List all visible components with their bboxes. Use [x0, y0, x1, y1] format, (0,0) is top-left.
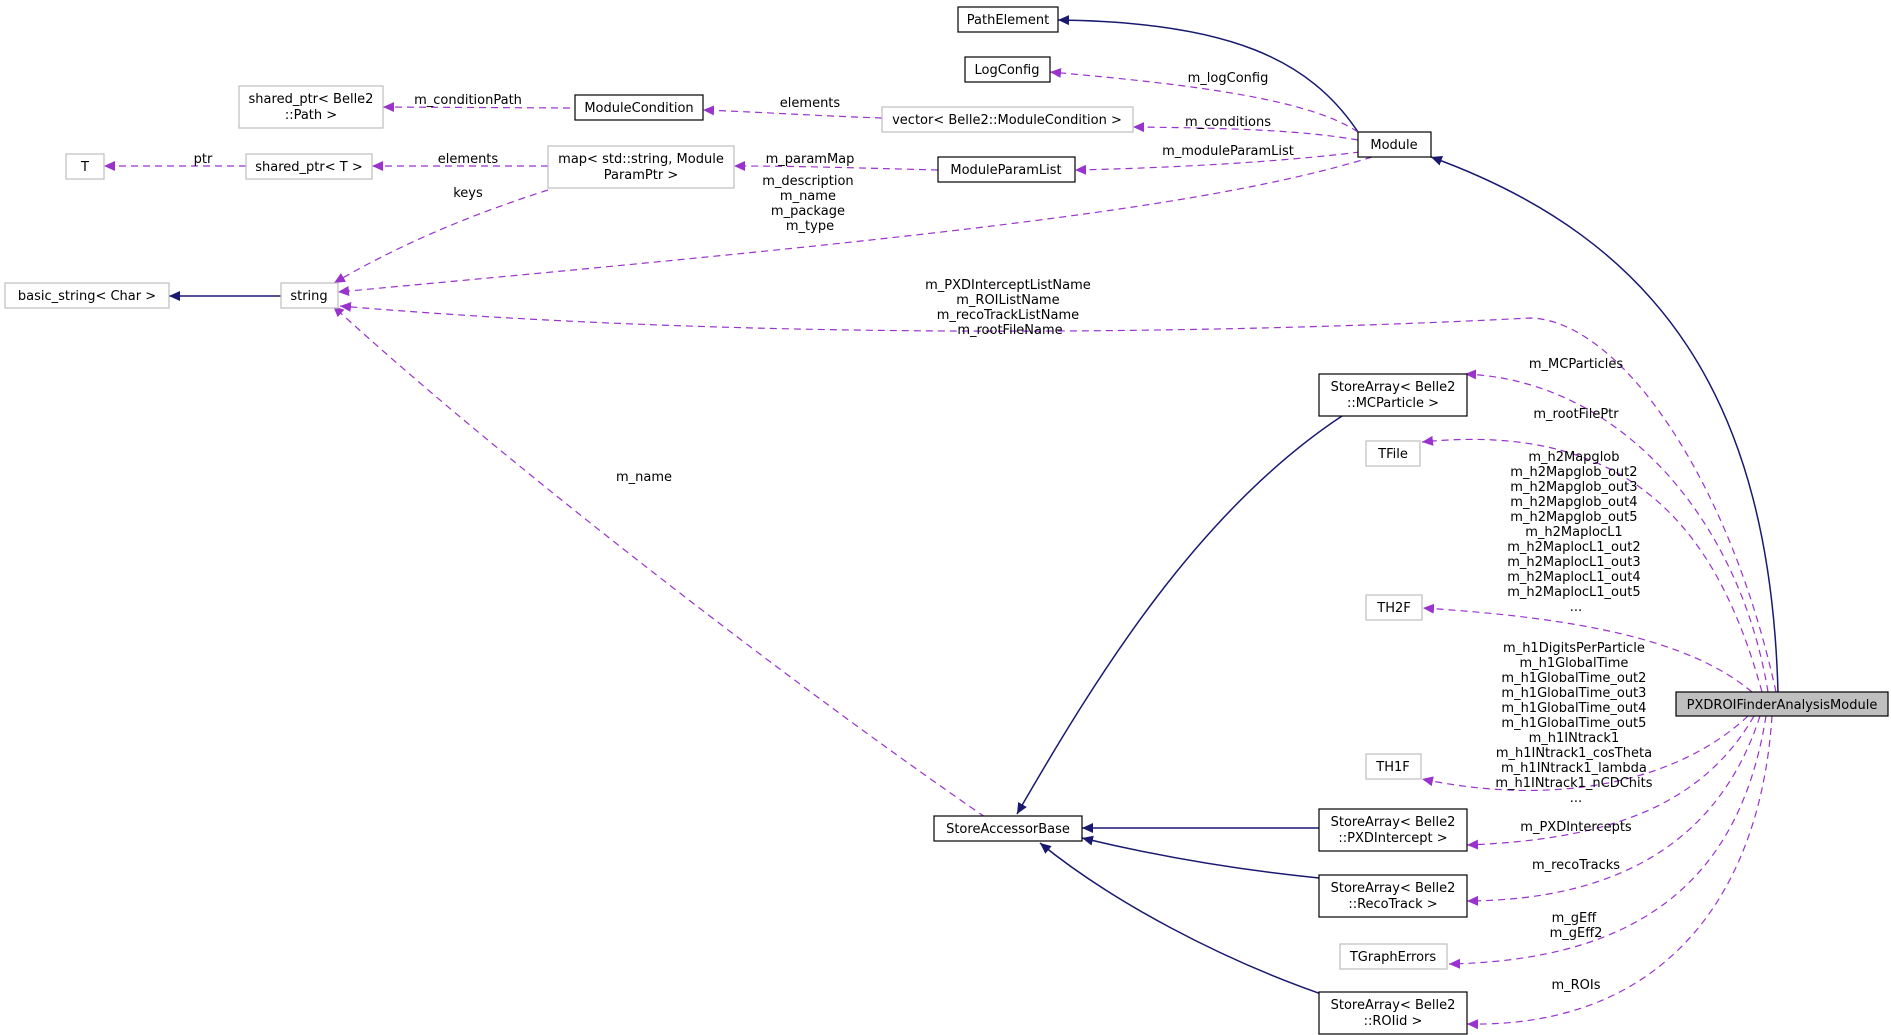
label-condition-path: m_conditionPath [414, 93, 522, 108]
edge-module-to-pathelement [1057, 15, 1359, 133]
node-store-array-roiid[interactable]: StoreArray< Belle2 ::ROIid > [1318, 991, 1468, 1035]
node-pxd-roi-finder-analysis-module[interactable]: PXDROIFinderAnalysisModule [1675, 691, 1889, 717]
svg-text:PathElement: PathElement [967, 13, 1049, 28]
node-store-array-mcparticle[interactable]: StoreArray< Belle2 ::MCParticle > [1318, 373, 1468, 417]
label-ptr: ptr [194, 152, 213, 167]
node-tgraph-errors: TGraphErrors [1339, 943, 1448, 970]
label-h1: m_h1DigitsPerParticle m_h1GlobalTime m_h… [1495, 641, 1656, 806]
svg-text:StoreArray< Belle2: StoreArray< Belle2 [1331, 815, 1456, 830]
svg-text:TH2F: TH2F [1376, 601, 1410, 616]
svg-text:TFile: TFile [1377, 447, 1408, 462]
node-shared-ptr-t: shared_ptr< T > [245, 153, 373, 180]
edge-pxd-intercepts [1466, 715, 1755, 850]
label-param-map: m_paramMap [766, 152, 855, 167]
label-mcparticles: m_MCParticles [1529, 357, 1623, 372]
label-elements-condition: elements [780, 96, 841, 111]
svg-text:::ROIid >: ::ROIid > [1364, 1014, 1423, 1029]
label-rois: m_ROIs [1551, 978, 1600, 993]
svg-text:ParamPtr >: ParamPtr > [604, 168, 679, 183]
svg-text:string: string [290, 289, 327, 304]
node-module-condition[interactable]: ModuleCondition [574, 94, 704, 121]
node-th1f: TH1F [1365, 753, 1422, 780]
svg-text:StoreAccessorBase: StoreAccessorBase [946, 822, 1070, 837]
svg-text:shared_ptr< T >: shared_ptr< T > [255, 160, 362, 175]
svg-text:TH1F: TH1F [1375, 760, 1409, 775]
svg-text:ModuleCondition: ModuleCondition [584, 101, 693, 116]
label-log-config: m_logConfig [1188, 71, 1269, 86]
label-keys: keys [453, 186, 483, 201]
edge-conditions [1132, 122, 1359, 141]
svg-text:T: T [80, 160, 89, 175]
edge-geff [1448, 715, 1767, 969]
edge-recotrack-to-accessor [1081, 835, 1320, 879]
node-string: string [280, 282, 339, 309]
edge-h1 [1421, 715, 1749, 792]
node-log-config[interactable]: LogConfig [964, 56, 1051, 83]
edge-analysis-to-module [1430, 156, 1779, 693]
svg-text:map< std::string, Module: map< std::string, Module [558, 152, 724, 167]
svg-text:ModuleParamList: ModuleParamList [950, 163, 1061, 178]
edges [104, 15, 1779, 1030]
node-basic-string: basic_string< Char > [4, 282, 170, 309]
node-store-accessor-base[interactable]: StoreAccessorBase [933, 815, 1083, 842]
label-conditions: m_conditions [1185, 115, 1271, 130]
svg-text:Module: Module [1370, 138, 1417, 153]
label-module-strings: m_description m_name m_package m_type [762, 174, 858, 234]
node-path-element[interactable]: PathElement [957, 6, 1059, 33]
label-analysis-strings: m_PXDInterceptListName m_ROIListName m_r… [925, 278, 1095, 338]
edge-roiid-to-accessor [1039, 842, 1334, 999]
node-store-array-recotrack[interactable]: StoreArray< Belle2 ::RecoTrack > [1318, 874, 1468, 918]
edge-analysis-strings [339, 301, 1777, 693]
label-accessor-name: m_name [616, 470, 672, 485]
label-h2: m_h2Mapglob m_h2Mapglob_out2 m_h2Mapglob… [1507, 450, 1645, 615]
node-vector-module-condition: vector< Belle2::ModuleCondition > [881, 106, 1134, 133]
label-reco-tracks: m_recoTracks [1532, 858, 1620, 873]
edge-accessor-name [332, 305, 986, 818]
edge-module-strings [337, 156, 1373, 296]
svg-text:::RecoTrack >: ::RecoTrack > [1348, 897, 1437, 912]
svg-text:StoreArray< Belle2: StoreArray< Belle2 [1331, 998, 1456, 1013]
edge-reco-tracks [1466, 715, 1761, 906]
edge-mcparticles [1464, 369, 1769, 693]
svg-text:StoreArray< Belle2: StoreArray< Belle2 [1331, 380, 1456, 395]
edge-param-map [733, 161, 939, 172]
label-module-param-list: m_moduleParamList [1162, 144, 1294, 159]
label-root-file-ptr: m_rootFilePtr [1533, 407, 1619, 422]
svg-text:vector< Belle2::ModuleConditio: vector< Belle2::ModuleCondition > [892, 113, 1122, 128]
node-map-param: map< std::string, Module ParamPtr > [547, 145, 735, 189]
label-geff: m_gEff m_gEff2 [1550, 911, 1603, 941]
edge-elements-condition [702, 105, 883, 119]
svg-text:LogConfig: LogConfig [975, 63, 1040, 78]
svg-text:PXDROIFinderAnalysisModule: PXDROIFinderAnalysisModule [1687, 698, 1878, 713]
node-module-param-list[interactable]: ModuleParamList [937, 156, 1076, 183]
edge-log-config [1049, 67, 1359, 133]
nodes: PathElement LogConfig shared_ptr< Belle2… [4, 6, 1889, 1035]
svg-text:TGraphErrors: TGraphErrors [1349, 950, 1437, 965]
svg-text:shared_ptr< Belle2: shared_ptr< Belle2 [249, 92, 374, 107]
edge-keys [333, 189, 549, 284]
edge-labels: m_conditionPath elements m_logConfig m_c… [194, 71, 1656, 993]
svg-text:basic_string< Char >: basic_string< Char > [18, 289, 156, 304]
svg-text:::Path >: ::Path > [285, 108, 337, 123]
label-pxd-intercepts: m_PXDIntercepts [1520, 820, 1632, 835]
edge-mcparticle-to-accessor [1016, 415, 1343, 815]
node-shared-ptr-path: shared_ptr< Belle2 ::Path > [238, 85, 384, 129]
edge-root-file-ptr [1421, 435, 1763, 693]
edge-rois [1466, 715, 1773, 1030]
label-elements-map: elements [438, 152, 499, 167]
edge-module-param-list [1074, 151, 1361, 175]
node-module[interactable]: Module [1357, 131, 1432, 158]
node-t: T [65, 153, 105, 180]
node-th2f: TH2F [1365, 594, 1423, 621]
svg-text:::PXDIntercept >: ::PXDIntercept > [1338, 831, 1447, 846]
node-tfile: TFile [1365, 440, 1421, 467]
svg-text:StoreArray< Belle2: StoreArray< Belle2 [1331, 881, 1456, 896]
node-store-array-pxdintercept[interactable]: StoreArray< Belle2 ::PXDIntercept > [1318, 808, 1468, 852]
svg-text:::MCParticle >: ::MCParticle > [1347, 396, 1439, 411]
